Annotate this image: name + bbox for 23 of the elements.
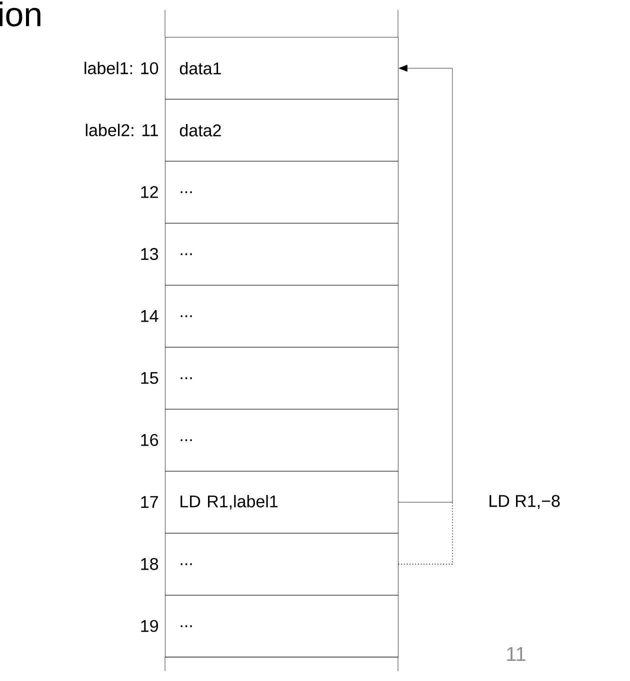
memory-cell: ... [165,533,398,596]
memory-cell: data1 [165,37,398,100]
address-label: 18 [141,558,158,570]
memory-cell: ... [165,161,398,224]
address-label: 13 [141,248,158,260]
memory-cell: ... [165,223,398,286]
address-label: 14 [141,310,158,322]
page-number: 11 [507,647,526,661]
arrow [398,64,453,502]
address-label: 19 [141,620,158,632]
instruction-label: LD R1,−8 [490,494,560,510]
memory-cell: LD R1,label1 [165,471,398,534]
address-label: 12 [141,186,158,198]
memory-cell: ... [165,285,398,348]
address-label: label1: 10 [84,62,158,74]
memory-cell: ... [165,595,398,658]
memory-cell: ... [165,409,398,472]
address-label: 16 [141,434,158,446]
memory-cell: data2 [165,99,398,162]
memory-cell: ... [165,347,398,410]
address-label: label2: 11 [86,124,158,136]
address-label: 15 [141,372,158,384]
address-label: 17 [141,496,158,508]
